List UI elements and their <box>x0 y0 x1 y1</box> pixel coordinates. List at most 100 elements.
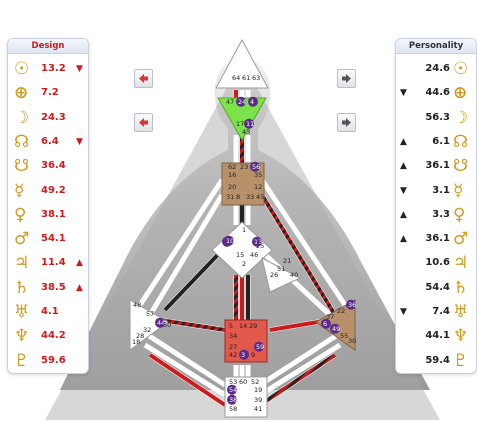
active-gate-badge <box>250 161 260 172</box>
gate-line-value: 10.6 <box>425 257 450 269</box>
gate-63-label: 63 <box>252 74 260 82</box>
gate-line-value: 59.4 <box>425 354 450 366</box>
gate-47-label: 47 <box>226 98 234 106</box>
gate-line-value: 49.2 <box>41 184 66 196</box>
gate-52-label: 52 <box>251 378 259 386</box>
gate-55-label: 55 <box>340 332 348 340</box>
design-panel: Design ☉13.2▼⊕7.2☽24.3☊6.4▼☋36.4☿49.2♀38… <box>7 38 89 374</box>
active-gate-badge <box>248 96 258 107</box>
gate-42-label: 42 <box>229 351 237 359</box>
personality-row-neptune: ♆44.1 <box>396 325 476 347</box>
design-prev-button[interactable] <box>134 69 153 88</box>
venus-icon: ♀ <box>453 204 466 225</box>
active-gate-badge <box>236 96 246 107</box>
detriment-arrow-icon: ▼ <box>76 64 83 74</box>
personality-row-south-node: ☋36.1 ▲ <box>396 155 476 177</box>
design-row-mercury: ☿49.2 <box>8 180 88 202</box>
active-gate-badge <box>224 235 234 246</box>
personality-row-north-node: ☊6.1▲ <box>396 131 476 153</box>
gate-12-label: 12 <box>254 183 262 191</box>
gate-29-label: 29 <box>249 322 257 330</box>
gate-line-value: 54.1 <box>41 233 66 245</box>
personality-row-pluto: ♇59.4 <box>396 350 476 372</box>
gate-line-value: 4.1 <box>41 306 59 317</box>
detriment-arrow-icon: ▼ <box>400 307 407 317</box>
gate-line-value: 44.2 <box>41 330 66 342</box>
gate-58-label: 58 <box>229 405 237 413</box>
gate-line-value: 44.6 <box>425 87 450 99</box>
gate-22-label: 22 <box>337 307 345 315</box>
gate-35-label: 35 <box>254 171 262 179</box>
gate-64-label: 64 <box>232 74 240 82</box>
exalted-arrow-icon: ▲ <box>400 161 407 172</box>
sun-icon: ☉ <box>14 59 30 79</box>
active-gate-badge <box>227 394 237 405</box>
personality-row-sun: ☉24.6 <box>396 58 476 80</box>
gate-45-label: 45 <box>256 193 264 201</box>
mercury-icon: ☿ <box>453 180 464 201</box>
neptune-icon: ♆ <box>453 326 469 347</box>
left-arrow-icon <box>139 74 148 83</box>
uranus-icon: ♅ <box>14 302 30 322</box>
pluto-icon: ♇ <box>14 350 30 371</box>
gate-line-value: 38.1 <box>41 208 66 220</box>
gate-line-value: 36.1 <box>425 160 450 172</box>
active-gate-badge <box>244 118 254 129</box>
exalted-arrow-icon: ▲ <box>76 258 83 269</box>
design-row-moon: ☽24.3 <box>8 107 88 129</box>
gate-4-label: 4 <box>250 98 254 106</box>
active-gate-badge <box>252 236 262 247</box>
neptune-icon: ♆ <box>14 326 30 347</box>
active-gate-badge <box>321 318 331 329</box>
gate-27-label: 27 <box>229 343 237 351</box>
mars-icon: ♂ <box>14 229 30 250</box>
gate-2-label: 2 <box>242 260 246 268</box>
design-row-north-node: ☊6.4▼ <box>8 131 88 153</box>
design-row-south-node: ☋36.4 <box>8 155 88 177</box>
gate-9-label: 9 <box>251 351 255 359</box>
north-node-icon: ☊ <box>14 131 30 152</box>
design-header: Design <box>8 39 88 54</box>
heart-center[interactable] <box>261 257 302 293</box>
gate-33-label: 33 <box>246 193 254 201</box>
gate-30-label: 30 <box>348 337 356 345</box>
design-prev-button-2[interactable] <box>134 113 153 132</box>
right-arrow-icon <box>342 74 351 83</box>
earth-icon: ⊕ <box>14 83 29 104</box>
gate-48-label: 48 <box>133 301 141 309</box>
detriment-arrow-icon: ▼ <box>400 185 407 196</box>
active-gate-badge <box>330 323 340 334</box>
south-node-icon: ☋ <box>453 156 469 177</box>
gate-56-label: 56 <box>252 163 260 171</box>
saturn-icon: ♄ <box>14 277 30 298</box>
gate-36-label: 36 <box>348 301 356 309</box>
gate-24-label: 24 <box>238 98 246 106</box>
gate-10-label: 10 <box>226 237 234 245</box>
uranus-icon: ♅ <box>453 302 469 322</box>
head-center[interactable] <box>215 38 269 89</box>
earth-icon: ⊕ <box>453 83 468 104</box>
gate-49-label: 49 <box>332 325 340 333</box>
gate-line-value: 7.2 <box>41 87 59 99</box>
exalted-arrow-icon: ▲ <box>400 234 407 245</box>
gate-59-label: 59 <box>256 343 264 351</box>
spleen-center[interactable] <box>129 299 169 351</box>
gate-21-label: 21 <box>283 257 291 265</box>
gate-25-label: 25 <box>256 242 264 250</box>
personality-next-button-2[interactable] <box>337 113 356 132</box>
gate-17-label: 17 <box>236 120 244 128</box>
gate-19-label: 19 <box>254 386 262 394</box>
north-node-icon: ☊ <box>453 131 469 152</box>
detriment-arrow-icon: ▼ <box>400 88 407 99</box>
gate-16-label: 16 <box>228 171 236 179</box>
g-center[interactable] <box>211 221 273 279</box>
gate-line-value: 38.5 <box>41 281 66 293</box>
gate-line-value: 36.1 <box>425 233 450 245</box>
gate-20-label: 20 <box>228 183 236 191</box>
gate-line-value: 3.3 <box>432 208 450 220</box>
personality-next-button[interactable] <box>337 69 356 88</box>
mars-icon: ♂ <box>453 229 469 250</box>
gate-44-label: 44 <box>157 319 165 327</box>
gate-1-label: 1 <box>242 226 246 234</box>
